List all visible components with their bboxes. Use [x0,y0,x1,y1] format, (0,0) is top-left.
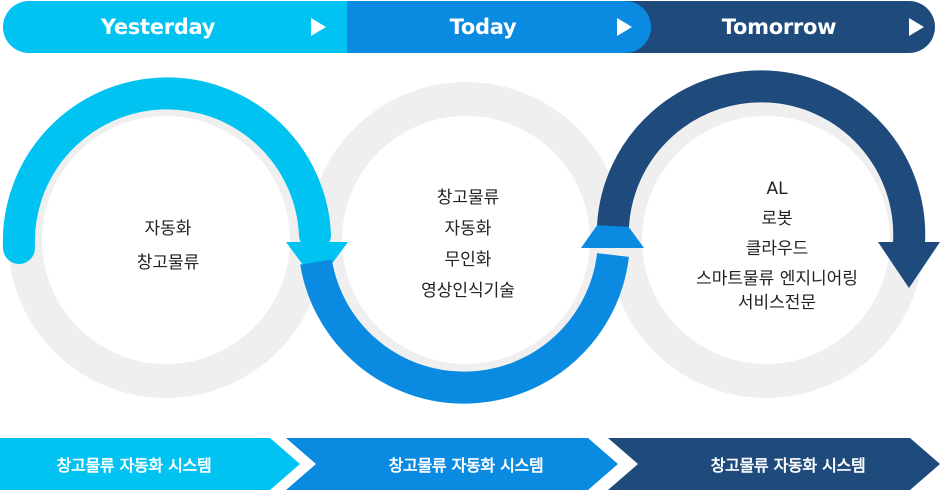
circle-today-text: 창고물류 자동화 무인화 영상인식기술 [388,183,548,307]
bottom-chevron-label: 창고물류 자동화 시스템 [56,456,212,475]
circle-tomorrow-line: AL [766,179,788,199]
circle-yesterday-line: 자동화 [144,219,192,239]
play-arrow-icon [909,18,924,36]
circle-tomorrow-line: 스마트물류 엔지니어링 [696,269,858,289]
timeline-tomorrow-label: Tomorrow [721,15,837,39]
circle-today-line: 자동화 [444,219,492,239]
play-arrow-icon [617,18,632,36]
circle-today-line: 창고물류 [436,188,500,208]
bottom-chevron-today: 창고물류 자동화 시스템 [286,438,618,490]
circle-tomorrow-line: 서비스전문 [737,293,817,313]
arc-today [300,253,629,404]
circle-tomorrow-line: 로봇 [761,209,793,229]
circle-today-line: 무인화 [444,250,492,270]
arrowhead-down-icon [878,242,940,288]
timeline-today-label: Today [449,15,517,39]
timeline-yesterday: Yesterday [3,1,347,53]
arc-yesterday [2,77,331,264]
bottom-chevron-yesterday: 창고물류 자동화 시스템 [0,438,300,490]
circle-yesterday-line: 창고물류 [136,253,200,273]
bottom-chevron-label: 창고물류 자동화 시스템 [388,456,544,475]
timeline-today: Today [321,1,651,53]
timeline-bar: Yesterday Today Tomorrow [3,1,935,53]
arrowhead-up-icon [581,204,644,248]
bottom-chevron-tomorrow: 창고물류 자동화 시스템 [608,438,940,490]
circle-tomorrow-line: 클라우드 [745,239,809,259]
circle-yesterday-text: 자동화 창고물류 [88,212,248,280]
play-arrow-icon [311,18,326,36]
arc-tomorrow [597,70,926,244]
bottom-chevron-label: 창고물류 자동화 시스템 [710,456,866,475]
circle-tomorrow-text: AL 로봇 클라우드 스마트물류 엔지니어링 서비스전문 [652,174,902,312]
timeline-tomorrow: Tomorrow [623,1,935,53]
circle-today-line: 영상인식기술 [421,281,515,301]
timeline-yesterday-label: Yesterday [100,15,216,39]
